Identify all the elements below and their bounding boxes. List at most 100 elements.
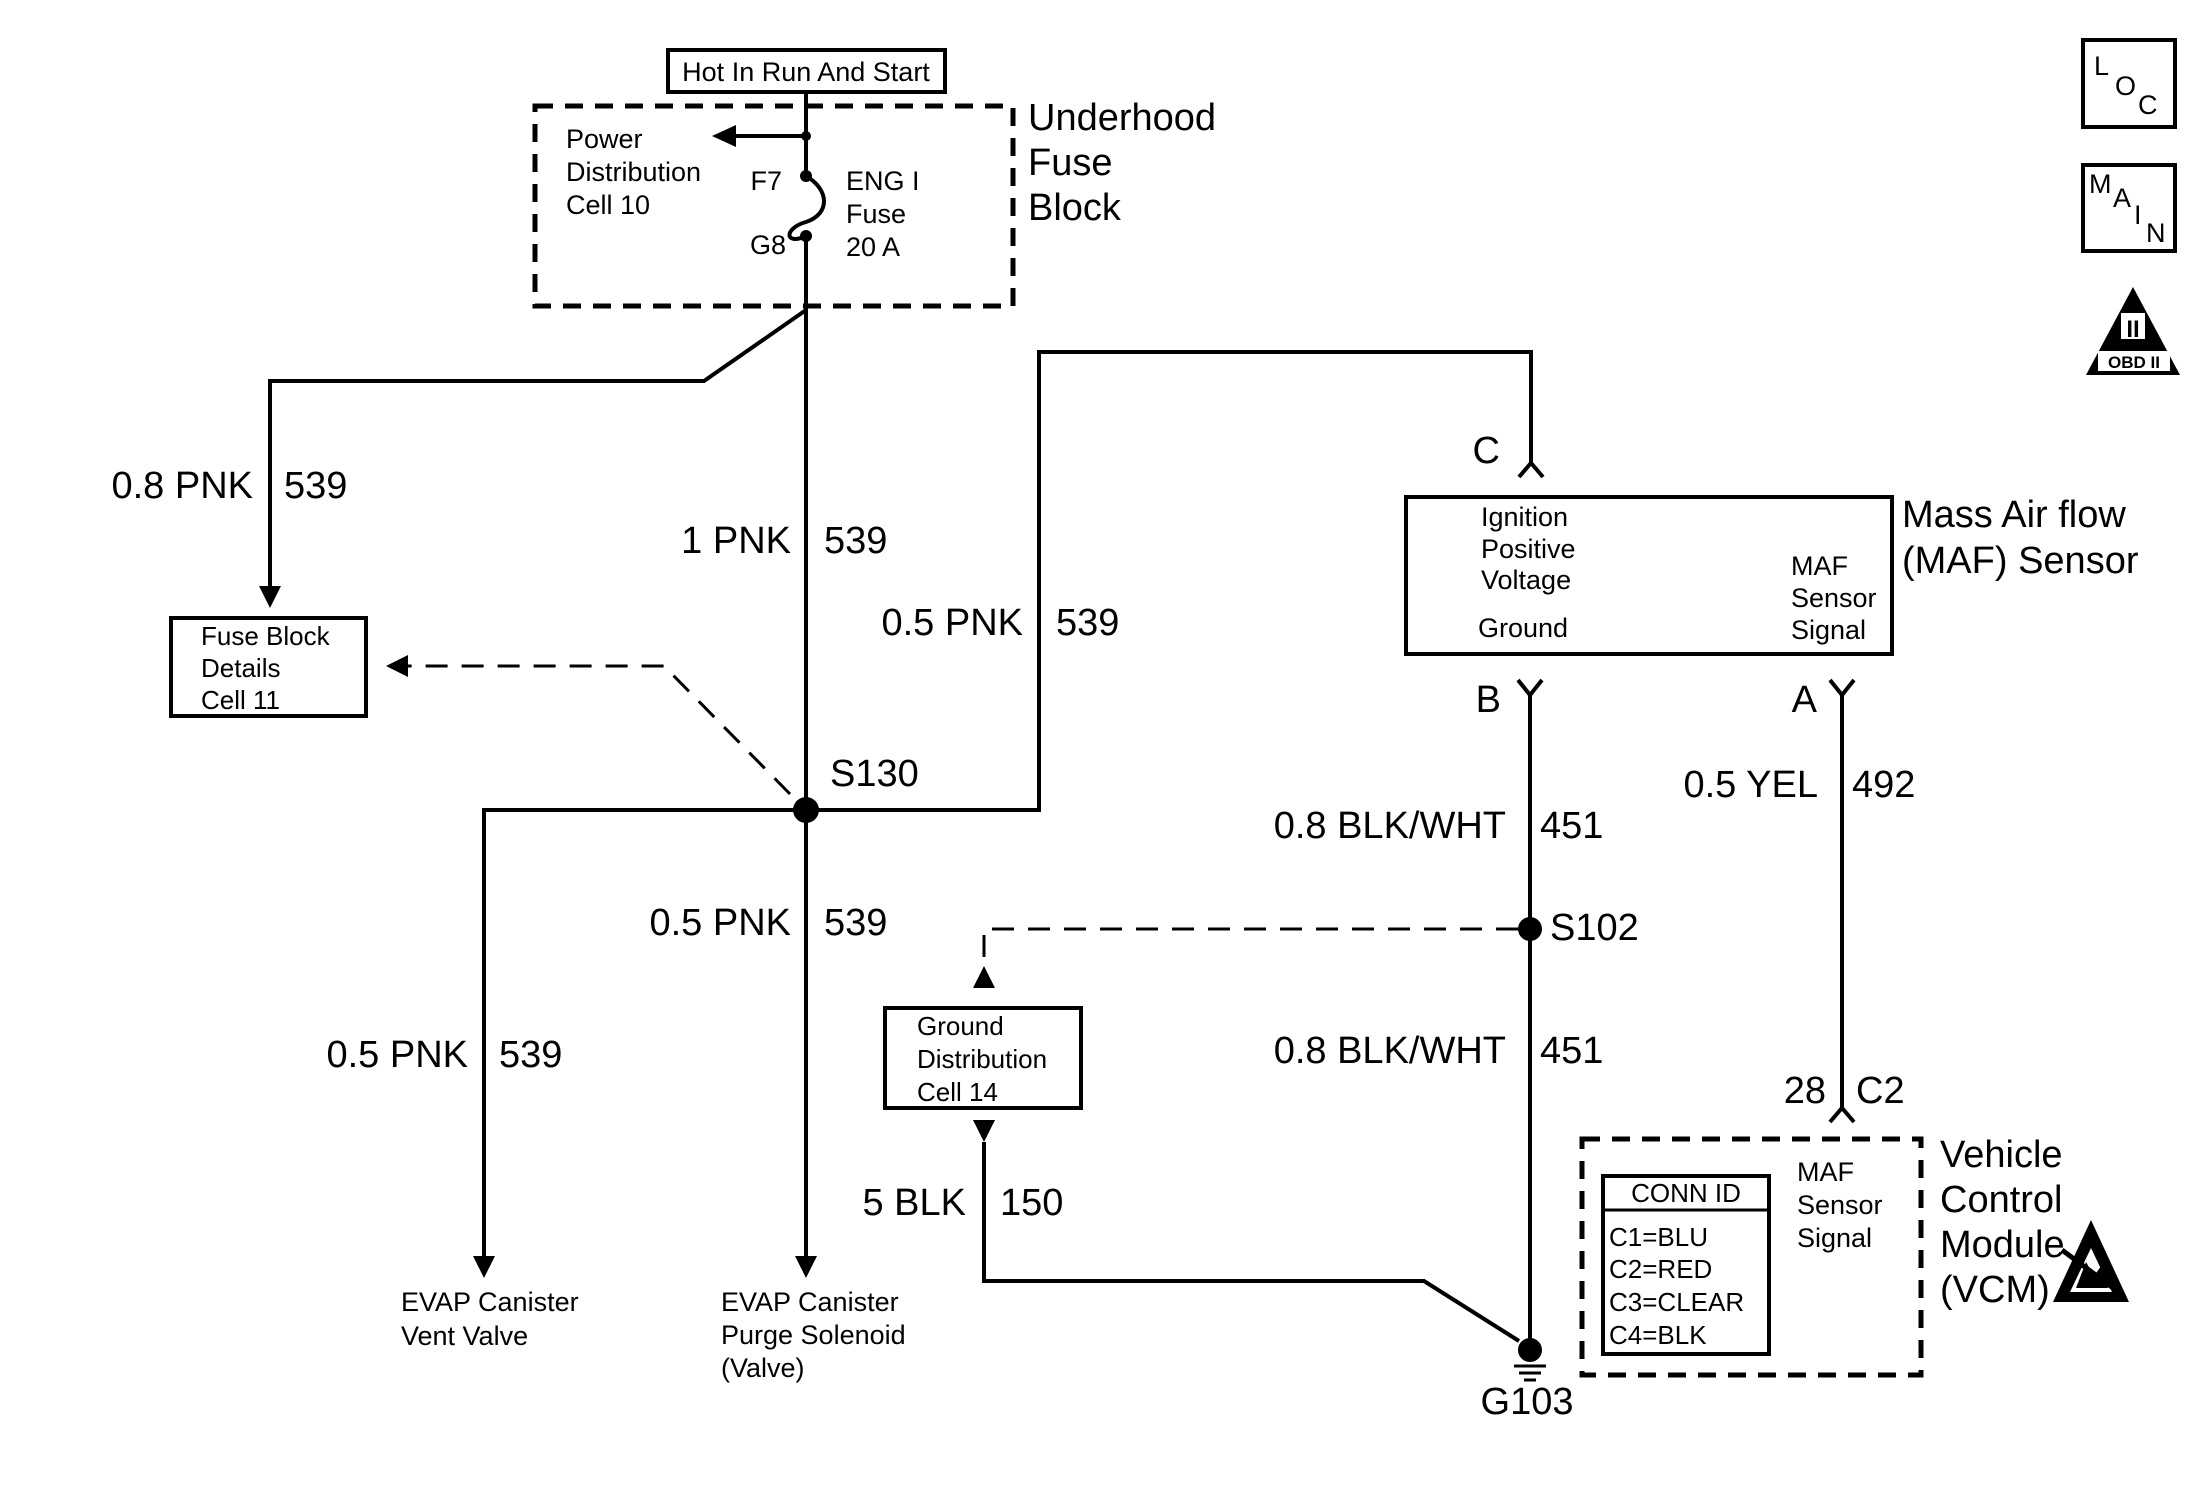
left-feed-circuit: 539 xyxy=(284,465,347,507)
splice-s130-label: S130 xyxy=(830,753,919,795)
vent-load-line1: EVAP Canister xyxy=(401,1287,579,1317)
fuse-details-reference-line xyxy=(408,664,792,796)
loc-icon-letter-c: C xyxy=(2138,90,2158,120)
ground-dist-gauge: 5 BLK xyxy=(862,1182,966,1224)
fuse-terminal-g8: G8 xyxy=(750,230,786,260)
maf-pin-a-connector-icon xyxy=(1828,678,1856,699)
main-icon-letter-i: I xyxy=(2134,200,2142,230)
main-feed-circuit: 539 xyxy=(824,520,887,562)
maf-sensor-name-line1: Mass Air flow xyxy=(1902,494,2126,536)
ground-upper-gauge: 0.8 BLK/WHT xyxy=(1274,805,1506,847)
vcm-module: CONN ID C1=BLU C2=RED C3=CLEAR C4=BLK MA… xyxy=(1579,1136,1924,1378)
ground-lower-gauge: 0.8 BLK/WHT xyxy=(1274,1030,1506,1072)
obd-ii-icon[interactable]: II OBD II xyxy=(2086,287,2180,375)
main-icon[interactable]: M A I N xyxy=(2081,163,2177,253)
fuse-block-details-line3: Cell 11 xyxy=(201,685,280,715)
vent-arrow-icon xyxy=(473,1256,495,1278)
ground-g103-label: G103 xyxy=(1481,1381,1574,1423)
left-feed-wire xyxy=(268,308,808,588)
maf-feed-wire xyxy=(806,350,1533,812)
loc-icon-letter-o: O xyxy=(2115,71,2136,101)
fuse-block-name-line2: Fuse xyxy=(1028,142,1112,184)
maf-pin-a-label: A xyxy=(1792,679,1818,721)
ground-dist-line3: Cell 14 xyxy=(917,1077,998,1107)
fuse-desc-line1: ENG I xyxy=(846,166,920,196)
conn-id-header: CONN ID xyxy=(1631,1178,1741,1208)
ground-lower-circuit: 451 xyxy=(1540,1030,1603,1072)
ground-upper-circuit: 451 xyxy=(1540,805,1603,847)
maf-feed-circuit: 539 xyxy=(1056,602,1119,644)
left-feed-gauge: 0.8 PNK xyxy=(111,465,253,507)
ground-g103-icon xyxy=(1514,1338,1546,1382)
purge-gauge: 0.5 PNK xyxy=(649,902,791,944)
purge-load-line1: EVAP Canister xyxy=(721,1287,899,1317)
conn-id-c2: C2=RED xyxy=(1609,1254,1712,1284)
maf-ground-label: Ground xyxy=(1478,613,1568,643)
maf-ignition-line3: Voltage xyxy=(1481,565,1571,595)
eng-fuse-symbol xyxy=(712,92,826,242)
maf-signal-line3: Signal xyxy=(1791,615,1866,645)
fuse-block-details-line2: Details xyxy=(201,653,280,683)
vcm-pin-number: 28 xyxy=(1784,1070,1826,1112)
loc-icon-letter-l: L xyxy=(2094,51,2109,81)
purge-arrow-icon xyxy=(795,1256,817,1278)
maf-sensor-box: Ignition Positive Voltage Ground MAF Sen… xyxy=(1404,495,1894,656)
obd-numeral: II xyxy=(2126,316,2139,343)
vcm-name-line1: Vehicle xyxy=(1940,1134,2063,1176)
maf-sensor-name-line2: (MAF) Sensor xyxy=(1902,540,2139,582)
main-feed-gauge: 1 PNK xyxy=(681,520,791,562)
conn-id-c1: C1=BLU xyxy=(1609,1222,1708,1252)
ground-distribution-box: Ground Distribution Cell 14 xyxy=(883,1006,1083,1110)
maf-ignition-line1: Ignition xyxy=(1481,502,1568,532)
vcm-connector-label: C2 xyxy=(1856,1070,1905,1112)
maf-pin-b-label: B xyxy=(1476,679,1501,721)
fuse-block-name-line1: Underhood xyxy=(1028,97,1216,139)
hot-in-run-start-label: Hot In Run And Start xyxy=(666,48,947,94)
maf-pin-c-connector-icon xyxy=(1517,459,1545,479)
vcm-signal-line2: Sensor xyxy=(1797,1190,1883,1220)
power-distribution-line3: Cell 10 xyxy=(566,190,650,220)
maf-signal-line2: Sensor xyxy=(1791,583,1877,613)
vcm-pin-connector-icon xyxy=(1828,1104,1856,1124)
fuse-desc-line2: Fuse xyxy=(846,199,906,229)
splice-s102-label: S102 xyxy=(1550,907,1639,949)
vent-load-line2: Vent Valve xyxy=(401,1321,528,1351)
evap-purge-solenoid-label: EVAP Canister Purge Solenoid (Valve) xyxy=(721,1287,906,1383)
loc-icon[interactable]: L O C xyxy=(2081,38,2177,129)
maf-feed-gauge: 0.5 PNK xyxy=(881,602,1023,644)
fuse-terminal-f7: F7 xyxy=(750,166,782,196)
vcm-name-line3: Module xyxy=(1940,1224,2065,1266)
signal-circuit: 492 xyxy=(1852,764,1915,806)
maf-pin-b-connector-icon xyxy=(1516,678,1544,699)
vcm-signal-line1: MAF xyxy=(1797,1157,1854,1187)
ground-dist-line2: Distribution xyxy=(917,1044,1047,1074)
purge-circuit: 539 xyxy=(824,902,887,944)
maf-ignition-line2: Positive xyxy=(1481,534,1576,564)
hot-in-run-start-text: Hot In Run And Start xyxy=(682,57,930,87)
vcm-name-line4: (VCM) xyxy=(1940,1269,2050,1311)
vcm-name-line2: Control xyxy=(1940,1179,2063,1221)
power-distribution-line1: Power xyxy=(566,124,643,154)
obd-label: OBD II xyxy=(2108,353,2160,372)
signal-gauge: 0.5 YEL xyxy=(1683,764,1818,806)
conn-id-c3: C3=CLEAR xyxy=(1609,1287,1744,1317)
fuse-block-name-line3: Block xyxy=(1028,187,1122,229)
fuse-desc-line3: 20 A xyxy=(846,232,900,262)
ground-dist-down-arrow-icon xyxy=(973,1120,995,1142)
power-distribution-line2: Distribution xyxy=(566,157,701,187)
main-icon-letter-m: M xyxy=(2089,169,2112,199)
left-feed-arrow-icon xyxy=(259,586,281,608)
main-icon-letter-a: A xyxy=(2113,183,2131,213)
ground-dist-reference-line xyxy=(982,927,1518,966)
ground-dist-up-arrow-icon xyxy=(973,966,995,988)
maf-signal-line1: MAF xyxy=(1791,551,1848,581)
esd-warning-icon xyxy=(2053,1220,2129,1302)
main-icon-letter-n: N xyxy=(2146,218,2166,248)
ground-dist-circuit: 150 xyxy=(1000,1182,1063,1224)
maf-pin-c-label: C xyxy=(1473,430,1500,472)
ground-dist-wire xyxy=(982,1142,1521,1343)
purge-load-line2: Purge Solenoid xyxy=(721,1320,906,1350)
fuse-details-arrow-icon xyxy=(386,655,408,677)
vent-gauge: 0.5 PNK xyxy=(326,1034,468,1076)
splice-s102 xyxy=(1518,917,1542,941)
